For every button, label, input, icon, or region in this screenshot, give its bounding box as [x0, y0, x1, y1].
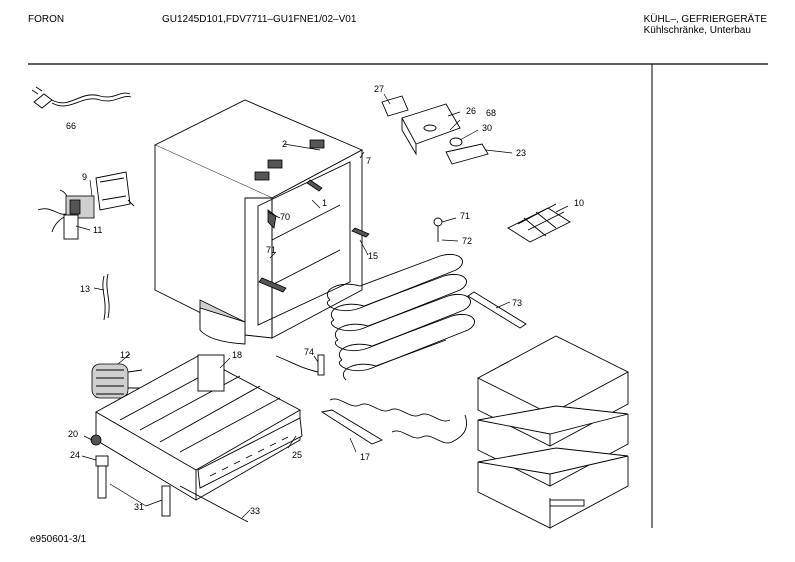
callout-23: 23: [516, 148, 526, 158]
callout-20: 20: [68, 429, 78, 439]
brand-label: FORON: [28, 14, 65, 25]
model-number: GU1245D101,FDV7711–GU1FNE1/02–V01: [162, 14, 357, 25]
part-grid-panel: [507, 203, 571, 243]
callout-31: 31: [134, 502, 144, 512]
part-drawer-bottom: [477, 447, 629, 529]
callout-7: 7: [366, 156, 371, 166]
callout-66: 66: [66, 121, 76, 131]
callout-18: 18: [232, 350, 242, 360]
part-base-frame: [95, 354, 303, 501]
callout-24: 24: [70, 450, 80, 460]
callout-9: 9: [82, 172, 87, 182]
callout-17: 17: [360, 452, 370, 462]
callout-12: 12: [120, 350, 130, 360]
callout-27: 27: [374, 84, 384, 94]
callout-26: 26: [466, 106, 476, 116]
callout-11: 11: [93, 225, 102, 235]
part-lamp: [433, 217, 443, 242]
part-compressor: [91, 363, 144, 399]
part-evaporator-coil: [327, 254, 475, 444]
part-drawer-middle: [477, 405, 629, 487]
part-rail: [320, 409, 384, 445]
callout-10: 10: [574, 198, 584, 208]
callout-74: 74: [304, 347, 314, 357]
callout-68: 68: [486, 108, 496, 118]
part-feet-and-rod: [90, 434, 249, 523]
part-sensor-tube: [275, 354, 325, 376]
category-label: KÜHL–, GEFRIERGERÄTE Kühlschränke, Unter…: [644, 14, 767, 36]
callout-70: 70: [280, 212, 290, 222]
part-cabinet-liner: [153, 99, 370, 345]
callout-25: 25: [292, 450, 302, 460]
part-sealing-strip: [467, 291, 527, 329]
category-line-1: KÜHL–, GEFRIERGERÄTE: [643, 14, 767, 25]
part-power-cord: [31, 86, 132, 109]
callout-15: 15: [368, 251, 378, 261]
callout-72: 72: [462, 236, 472, 246]
category-line-2: Kühlschränke, Unterbau: [643, 25, 751, 36]
callout-73: 73: [512, 298, 522, 308]
callout-71-cabinet: 71: [266, 245, 276, 255]
callout-leaders: [75, 93, 569, 519]
callout-2: 2: [282, 139, 287, 149]
callout-1: 1: [322, 198, 327, 208]
callout-30: 30: [482, 123, 492, 133]
part-thermostat-sensor: [102, 273, 110, 321]
drawing-code: e950601-3/1: [30, 534, 87, 545]
part-fan-motor: [37, 171, 135, 240]
callout-13: 13: [80, 284, 90, 294]
callout-71-lamp: 71: [460, 211, 470, 221]
callout-33: 33: [250, 506, 260, 516]
